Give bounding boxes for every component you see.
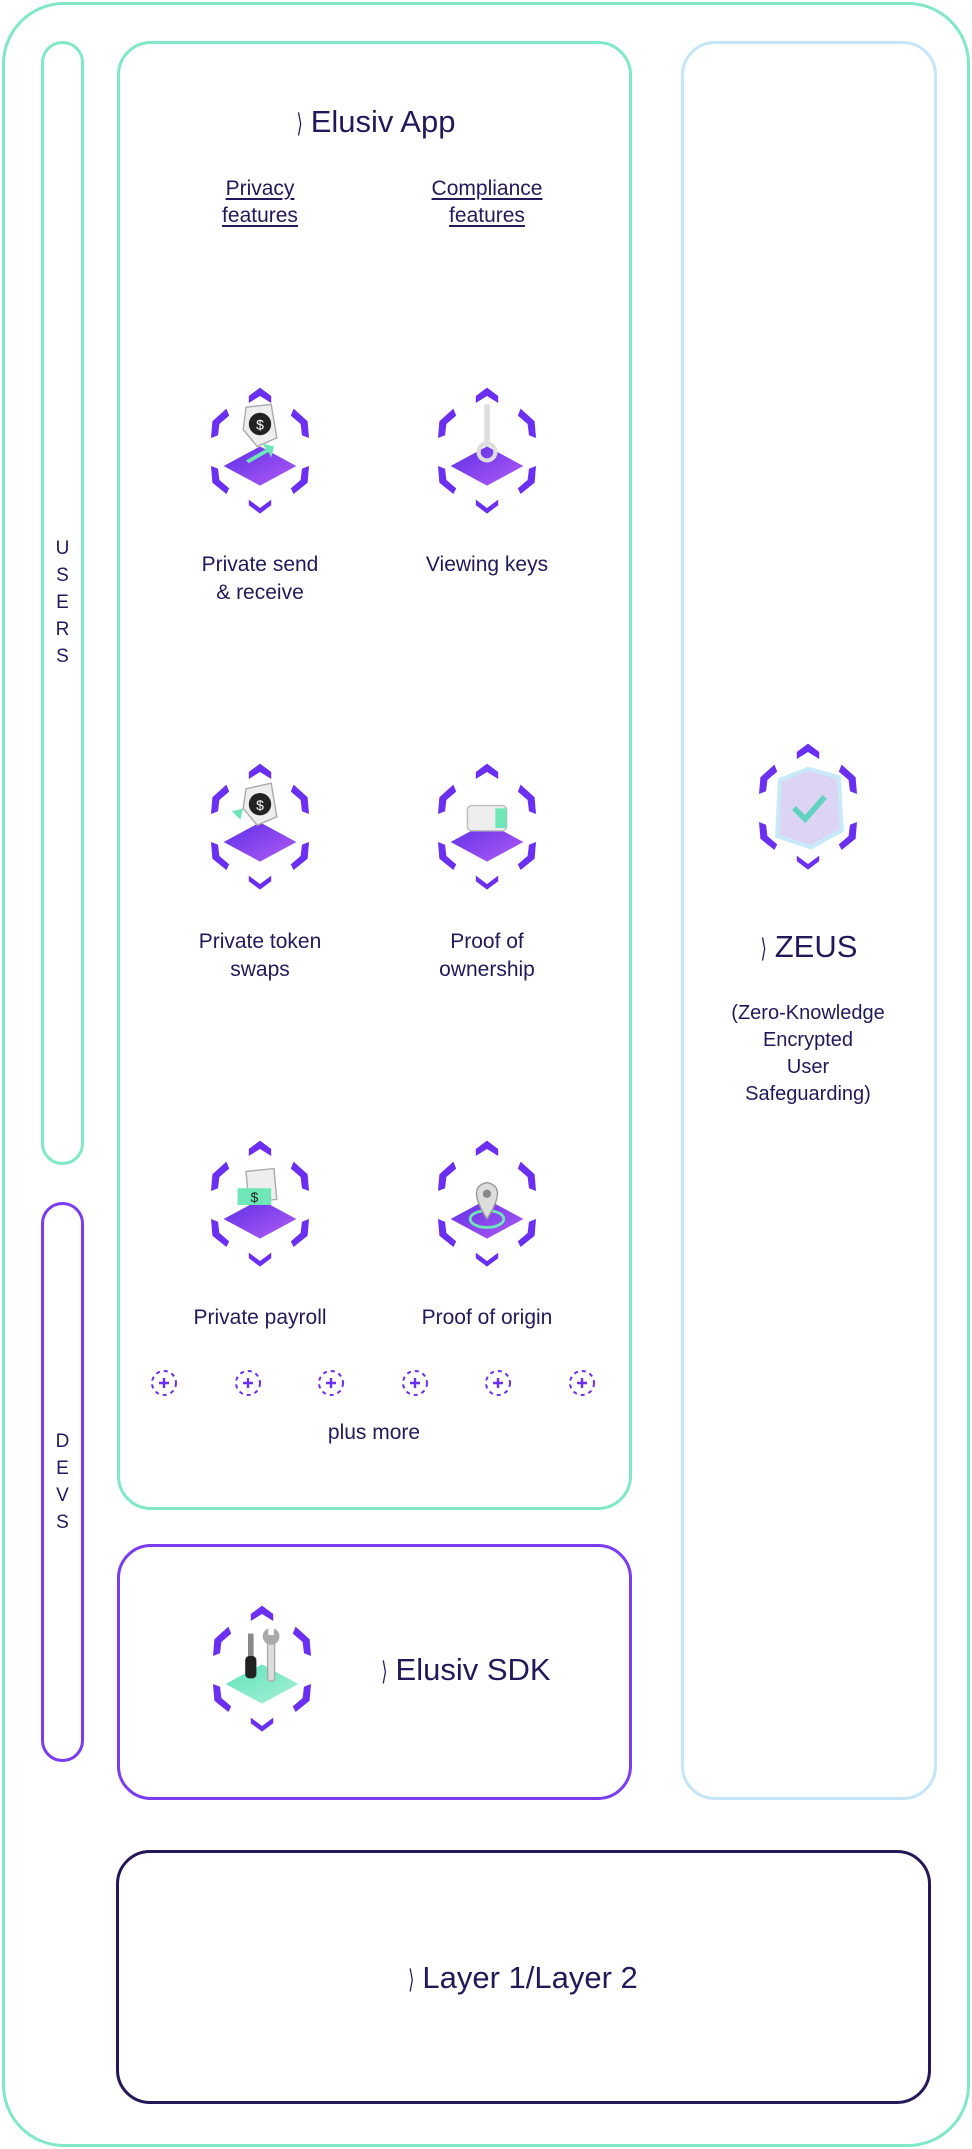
devs-letter: S (56, 1512, 69, 1533)
plus-icon (232, 1367, 264, 1399)
subtitle-line: Encrypted (762, 1029, 854, 1051)
elusiv-app-panel (117, 41, 632, 1510)
feature-label: Proof of (450, 930, 524, 953)
subtitle-line: (Zero-Knowledge (731, 1002, 885, 1024)
link-line: features (449, 204, 525, 227)
zeus-title-text: ZEUS (774, 929, 858, 964)
users-letter: S (56, 646, 69, 667)
feature-proof-origin: Proof of origin (422, 1304, 553, 1332)
subtitle-line: Safeguarding) (745, 1083, 871, 1105)
privacy-features-link[interactable]: Privacy features (222, 175, 298, 229)
feature-label: Private send (201, 553, 319, 576)
elusiv-sdk-title: ⟩Elusiv SDK (379, 1652, 550, 1688)
devs-letter: V (56, 1485, 69, 1506)
feature-private-payroll: Private payroll (193, 1304, 326, 1332)
devs-letter: D (55, 1431, 70, 1452)
feature-label: Private token (198, 930, 322, 953)
users-letter: U (55, 538, 70, 559)
feature-token-swaps: Private token swaps (199, 928, 322, 984)
tools-icon (192, 1600, 332, 1740)
devs-letter: E (56, 1458, 69, 1479)
zeus-shield-icon (738, 738, 878, 878)
plus-icon (482, 1367, 514, 1399)
link-line: features (222, 204, 298, 227)
feature-label: Proof of origin (421, 1306, 553, 1329)
svg-text:$: $ (256, 417, 264, 433)
subtitle-line: User (786, 1056, 830, 1078)
elusiv-logo-icon: ⟩ (296, 108, 303, 138)
elusiv-sdk-title-text: Elusiv SDK (395, 1652, 551, 1687)
feature-viewing-keys: Viewing keys (426, 551, 548, 579)
plus-icon (148, 1367, 180, 1399)
svg-text:$: $ (256, 797, 264, 813)
elusiv-app-title-text: Elusiv App (310, 104, 456, 139)
feature-label: swaps (230, 958, 290, 981)
elusiv-logo-icon: ⟩ (408, 1964, 415, 1994)
zeus-panel (681, 41, 937, 1800)
token-swap-icon: $ (190, 758, 330, 898)
payroll-icon: $ (190, 1135, 330, 1275)
compliance-features-link[interactable]: Compliance features (432, 175, 543, 229)
feature-label: & receive (216, 581, 304, 604)
layer-panel (116, 1850, 931, 2104)
zeus-title: ⟩ZEUS (759, 929, 858, 965)
wallet-icon (417, 758, 557, 898)
users-letter: R (55, 619, 70, 640)
key-icon (417, 382, 557, 522)
plus-icon (566, 1367, 598, 1399)
users-label: U S E R S (41, 535, 84, 670)
svg-text:$: $ (251, 1189, 259, 1205)
users-letter: S (56, 565, 69, 586)
users-letter: E (56, 592, 69, 613)
feature-proof-ownership: Proof of ownership (439, 928, 535, 984)
elusiv-app-title: ⟩Elusiv App (295, 104, 456, 140)
link-line: Compliance (431, 177, 543, 200)
link-line: Privacy (225, 177, 295, 200)
feature-label: ownership (439, 958, 535, 981)
users-lane (41, 41, 84, 1165)
feature-label: Private payroll (193, 1306, 327, 1329)
layer-title-text: Layer 1/Layer 2 (422, 1960, 638, 1995)
elusiv-logo-icon: ⟩ (381, 1656, 388, 1686)
layer-title: ⟩Layer 1/Layer 2 (406, 1960, 638, 1996)
plus-icon (315, 1367, 347, 1399)
send-receive-icon: $ (190, 382, 330, 522)
feature-private-send: Private send & receive (202, 551, 319, 607)
plus-more-label: plus more (327, 1421, 421, 1444)
elusiv-logo-icon: ⟩ (760, 933, 767, 963)
devs-lane (41, 1202, 84, 1762)
feature-label: Viewing keys (425, 553, 549, 576)
location-pin-icon (417, 1135, 557, 1275)
elusiv-sdk-panel (117, 1544, 632, 1800)
plus-icon (399, 1367, 431, 1399)
devs-label: D E V S (41, 1428, 84, 1536)
zeus-subtitle: (Zero-Knowledge Encrypted User Safeguard… (731, 1000, 884, 1108)
